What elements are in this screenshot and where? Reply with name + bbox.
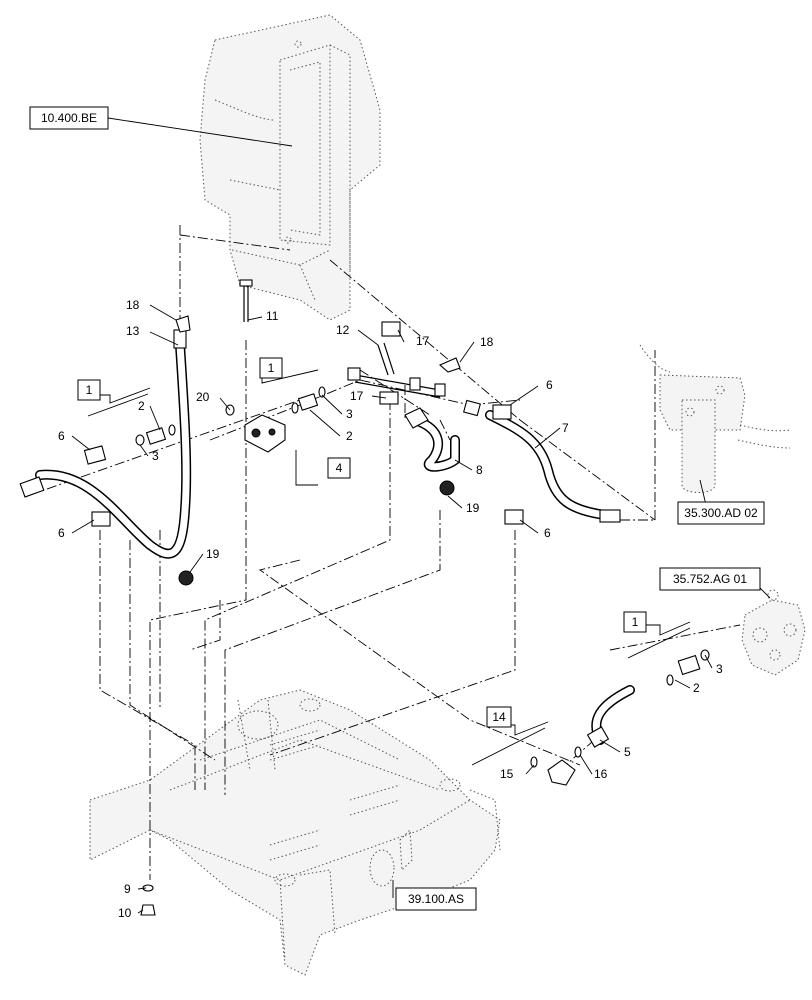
frame-ghost bbox=[89, 689, 501, 976]
fittings bbox=[19, 279, 710, 916]
callout-3: 3 bbox=[152, 449, 159, 463]
callout-3: 3 bbox=[346, 407, 353, 421]
callout-6: 6 bbox=[58, 526, 65, 540]
group-label: 14 bbox=[492, 710, 506, 724]
callout-15: 15 bbox=[500, 767, 514, 781]
callout-7: 7 bbox=[562, 421, 569, 435]
group-box-14: 14 bbox=[486, 706, 512, 728]
callout-6: 6 bbox=[58, 429, 65, 443]
callout-6: 6 bbox=[546, 378, 553, 392]
callouts: 18 13 11 12 17 18 20 2 6 3 3 2 17 6 7 8 … bbox=[58, 298, 723, 920]
ref-label-radiator: 10.400.BE bbox=[41, 111, 97, 125]
ref-label-frame: 39.100.AS bbox=[408, 892, 464, 906]
callout-10: 10 bbox=[118, 906, 132, 920]
ref-box-frame[interactable]: 39.100.AS bbox=[395, 887, 477, 911]
callout-13: 13 bbox=[126, 324, 140, 338]
filter-ghost bbox=[639, 344, 791, 493]
callout-18: 18 bbox=[480, 335, 494, 349]
callout-20: 20 bbox=[196, 390, 210, 404]
hoses bbox=[35, 340, 635, 745]
callout-2: 2 bbox=[693, 681, 700, 695]
callout-11: 11 bbox=[266, 309, 279, 323]
callout-2: 2 bbox=[138, 399, 145, 413]
callout-17: 17 bbox=[416, 334, 430, 348]
callout-16: 16 bbox=[594, 767, 608, 781]
callout-19: 19 bbox=[466, 501, 480, 515]
ref-label-valve: 35.752.AG 01 bbox=[673, 572, 747, 586]
callout-6: 6 bbox=[544, 526, 551, 540]
callout-17: 17 bbox=[350, 389, 364, 403]
group-box-1-right: 1 bbox=[623, 611, 647, 633]
callout-3: 3 bbox=[716, 662, 723, 676]
group-box-1-center: 1 bbox=[259, 357, 283, 379]
callout-5: 5 bbox=[624, 745, 631, 759]
ref-box-radiator[interactable]: 10.400.BE bbox=[29, 106, 109, 130]
radiator-ghost bbox=[199, 14, 381, 321]
callout-2: 2 bbox=[346, 429, 353, 443]
ref-box-valve[interactable]: 35.752.AG 01 bbox=[659, 567, 761, 591]
callout-19: 19 bbox=[206, 547, 220, 561]
callout-9: 9 bbox=[124, 882, 131, 896]
callout-8: 8 bbox=[476, 463, 483, 477]
valve-ghost bbox=[741, 589, 806, 676]
callout-12: 12 bbox=[336, 323, 350, 337]
ref-box-filter[interactable]: 35.300.AD 02 bbox=[677, 501, 765, 525]
group-label: 1 bbox=[268, 361, 275, 375]
group-label: 1 bbox=[86, 383, 93, 397]
group-box-1-left: 1 bbox=[77, 379, 101, 401]
leader-lines bbox=[71, 117, 771, 914]
group-label: 4 bbox=[336, 461, 343, 475]
group-box-4: 4 bbox=[327, 457, 351, 479]
callout-18: 18 bbox=[126, 298, 140, 312]
ref-label-filter: 35.300.AD 02 bbox=[684, 506, 758, 520]
group-label: 1 bbox=[632, 615, 639, 629]
